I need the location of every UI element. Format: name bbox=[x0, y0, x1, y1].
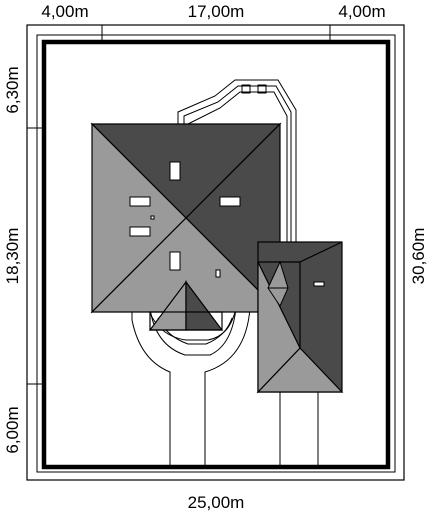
skylight bbox=[129, 226, 151, 237]
dim-left-top: 6,30m bbox=[3, 66, 22, 113]
main-roof bbox=[90, 122, 282, 314]
skylights bbox=[129, 161, 241, 278]
outer-frame bbox=[26, 24, 405, 481]
entrance-gable bbox=[148, 280, 224, 331]
skylight bbox=[215, 269, 221, 278]
skylight bbox=[150, 215, 155, 220]
dim-top-center: 17,00m bbox=[188, 2, 245, 21]
skylight bbox=[169, 251, 181, 271]
plot-boundary bbox=[41, 39, 391, 470]
dim-left-middle: 18,30m bbox=[3, 228, 22, 285]
dim-top-right: 4,00m bbox=[338, 2, 385, 21]
skylight bbox=[169, 161, 181, 181]
dim-right-total: 30,60m bbox=[409, 228, 428, 285]
garage-roof bbox=[256, 241, 344, 394]
dim-top-left: 4,00m bbox=[41, 2, 88, 21]
connector-roof bbox=[267, 260, 289, 308]
skylight bbox=[219, 196, 241, 207]
top-dimension-ticks bbox=[101, 25, 331, 42]
left-dimension-ticks bbox=[27, 127, 44, 385]
dim-left-bottom: 6,00m bbox=[3, 406, 22, 453]
dim-bottom-total: 25,00m bbox=[188, 493, 245, 512]
skylight bbox=[129, 196, 151, 207]
setback-line bbox=[36, 34, 396, 473]
skylight bbox=[313, 281, 325, 287]
